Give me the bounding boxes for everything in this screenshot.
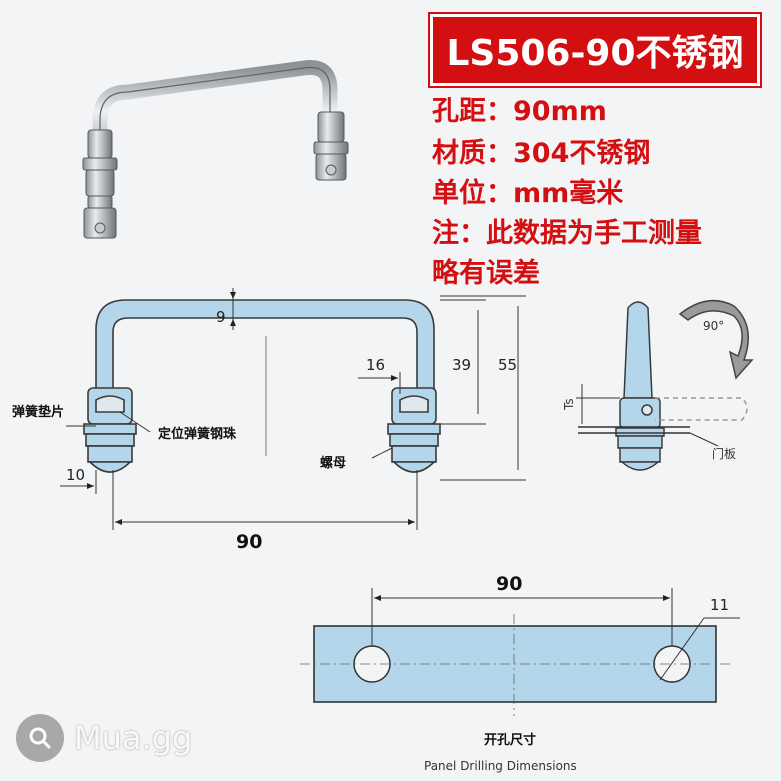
label-nut: 螺母 <box>320 455 346 471</box>
label-door-panel: 门板 <box>712 446 736 461</box>
label-spring-washer: 弹簧垫片 <box>12 404 64 420</box>
dim-16: 16 <box>366 356 385 374</box>
watermark-text: Mua.gg <box>74 719 193 757</box>
front-view <box>83 299 441 473</box>
drilling-drawing <box>300 588 740 716</box>
label-spring-ball: 定位弹簧钢珠 <box>157 426 237 442</box>
drilling-label-cn: 开孔尺寸 <box>484 732 536 748</box>
dim-55: 55 <box>498 356 517 374</box>
side-view <box>576 299 754 471</box>
model-title: LS506-90不锈钢 <box>428 12 762 88</box>
label-ts: Ts <box>562 398 576 411</box>
watermark: Mua.gg <box>16 714 192 762</box>
spec-unit: 单位：mm毫米 <box>432 178 624 209</box>
front-dimensions <box>60 288 526 530</box>
dim-39: 39 <box>452 356 471 374</box>
spec-note-cont: 略有误差 <box>432 258 540 289</box>
dim-thickness: 9 <box>216 308 226 326</box>
spec-hole-distance: 孔距：90mm <box>432 96 607 127</box>
handle-photo <box>82 59 349 239</box>
spec-material: 材质：304不锈钢 <box>432 138 651 169</box>
dim-90-drilling: 90 <box>496 573 522 595</box>
dim-90-front: 90 <box>236 531 262 553</box>
drilling-label-en: Panel Drilling Dimensions <box>424 759 577 773</box>
label-angle: 90° <box>703 319 724 333</box>
dim-hole: 11 <box>710 596 729 614</box>
search-icon <box>16 714 64 762</box>
dim-10: 10 <box>66 466 85 484</box>
spec-note: 注：此数据为手工测量 <box>432 218 702 249</box>
